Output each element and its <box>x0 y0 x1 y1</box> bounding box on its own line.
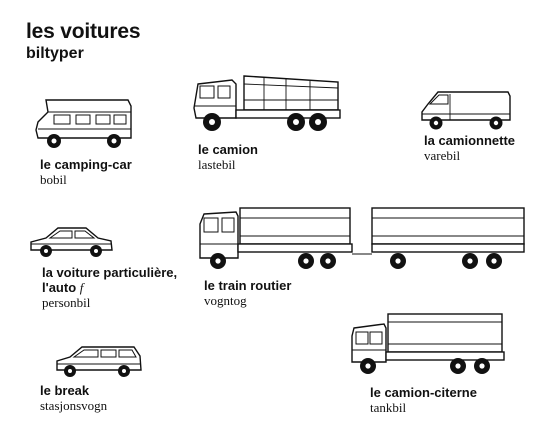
voiture-auto-label: l'auto <box>42 280 77 295</box>
camping-car-translation: bobil <box>40 172 67 187</box>
page-subtitle: biltyper <box>26 45 84 62</box>
voiture-illustration <box>28 224 114 260</box>
break-translation: stasjonsvogn <box>40 398 108 413</box>
train-routier-translation: vogntog <box>204 293 247 308</box>
break-illustration <box>54 344 144 380</box>
voiture-gender: f <box>79 280 84 295</box>
camion-citerne-label: le camion-citerne <box>370 385 477 400</box>
camion-illustration <box>192 70 342 136</box>
camion-translation: lastebil <box>198 157 236 172</box>
camion-citerne-translation: tankbil <box>370 400 407 415</box>
camionnette-illustration <box>420 88 512 132</box>
train-routier-label: le train routier <box>204 278 292 293</box>
train-routier-illustration <box>198 204 526 274</box>
camion-label: le camion <box>198 142 258 157</box>
page-title: les voitures <box>26 20 141 43</box>
voiture-label: la voiture particulière, <box>42 265 178 280</box>
camion-citerne-illustration <box>350 310 506 378</box>
camping-car-illustration <box>34 98 134 152</box>
voiture-label-line2: l'auto f <box>42 280 83 295</box>
voiture-translation: personbil <box>42 295 91 310</box>
camionnette-label: la camionnette <box>424 133 516 148</box>
break-label: le break <box>40 383 90 398</box>
camionnette-translation: varebil <box>424 148 461 163</box>
camping-car-label: le camping-car <box>40 157 132 172</box>
